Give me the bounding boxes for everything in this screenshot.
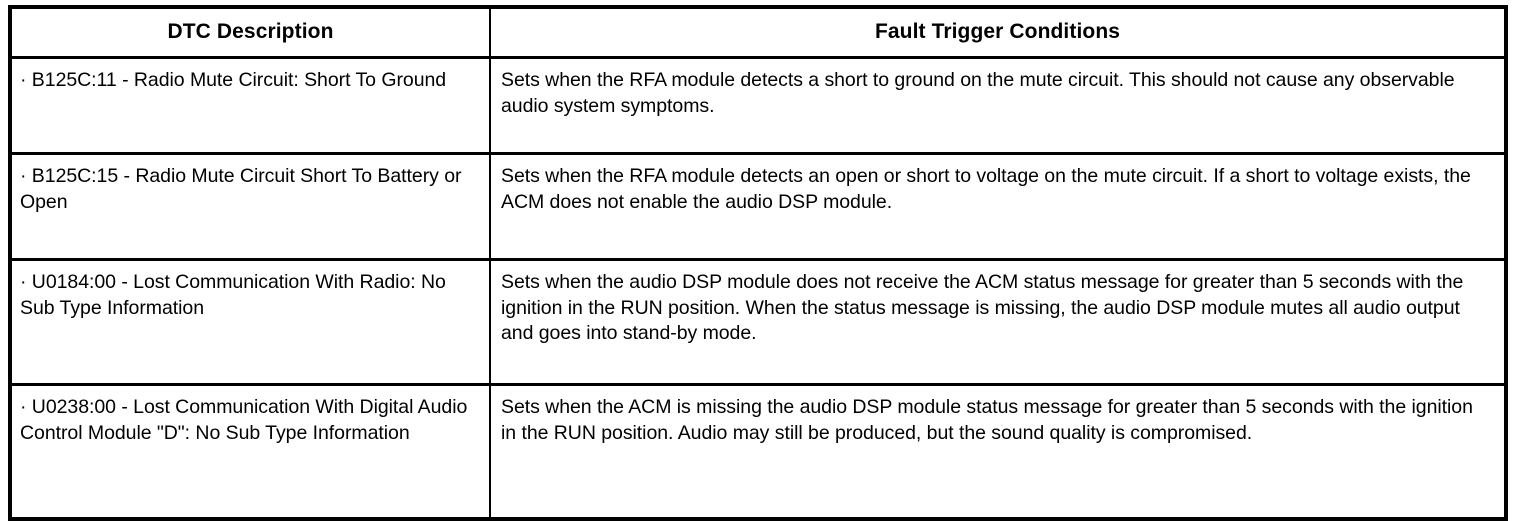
dtc-description-text: · U0238:00 - Lost Communication With Dig…: [20, 396, 473, 444]
table-body: · B125C:11 - Radio Mute Circuit: Short T…: [10, 57, 1506, 519]
fault-trigger-conditions-text: Sets when the RFA module detects a short…: [501, 69, 1460, 117]
fault-trigger-conditions-text: Sets when the RFA module detects an open…: [501, 165, 1476, 213]
dtc-description-text: · B125C:11 - Radio Mute Circuit: Short T…: [20, 69, 447, 91]
cell-fault-trigger-conditions: Sets when the RFA module detects an open…: [490, 152, 1506, 260]
dtc-fault-table: DTC Description Fault Trigger Conditions…: [8, 5, 1508, 521]
dtc-table-page: DTC Description Fault Trigger Conditions…: [8, 5, 1508, 521]
dtc-description-text: · B125C:15 - Radio Mute Circuit Short To…: [20, 165, 467, 213]
cell-dtc-description: · B125C:15 - Radio Mute Circuit Short To…: [10, 152, 491, 260]
table-row: · B125C:11 - Radio Mute Circuit: Short T…: [10, 57, 1506, 154]
table-row: · B125C:15 - Radio Mute Circuit Short To…: [10, 152, 1506, 260]
header-row: DTC Description Fault Trigger Conditions: [10, 7, 1506, 59]
cell-fault-trigger-conditions: Sets when the audio DSP module does not …: [490, 258, 1506, 385]
cell-dtc-description: · B125C:11 - Radio Mute Circuit: Short T…: [10, 57, 491, 154]
dtc-description-text: · U0184:00 - Lost Communication With Rad…: [20, 271, 452, 319]
cell-dtc-description: · U0238:00 - Lost Communication With Dig…: [10, 383, 491, 519]
table-row: · U0184:00 - Lost Communication With Rad…: [10, 258, 1506, 385]
cell-fault-trigger-conditions: Sets when the RFA module detects a short…: [490, 57, 1506, 154]
fault-trigger-conditions-text: Sets when the ACM is missing the audio D…: [501, 396, 1479, 444]
column-header-dtc-description: DTC Description: [10, 7, 491, 59]
cell-fault-trigger-conditions: Sets when the ACM is missing the audio D…: [490, 383, 1506, 519]
cell-dtc-description: · U0184:00 - Lost Communication With Rad…: [10, 258, 491, 385]
column-header-fault-trigger-conditions: Fault Trigger Conditions: [490, 7, 1506, 59]
table-header: DTC Description Fault Trigger Conditions: [10, 7, 1506, 59]
table-row: · U0238:00 - Lost Communication With Dig…: [10, 383, 1506, 519]
fault-trigger-conditions-text: Sets when the audio DSP module does not …: [501, 271, 1469, 344]
